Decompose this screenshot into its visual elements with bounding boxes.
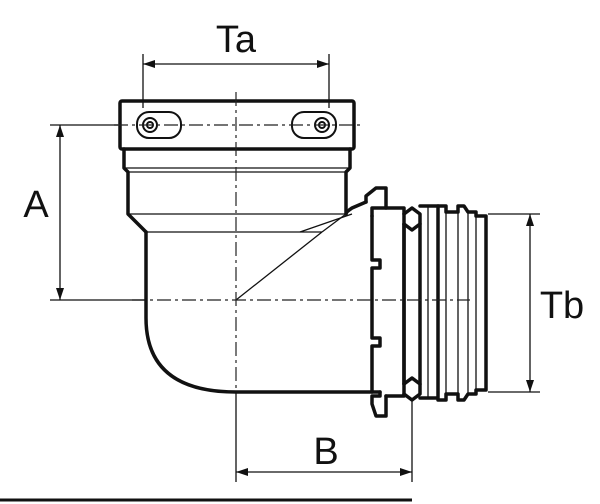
label-ta: Ta — [216, 19, 257, 61]
elbow-body — [144, 200, 382, 394]
horizontal-outlet — [364, 186, 488, 418]
label-b: B — [313, 431, 338, 473]
dimension-tb: Tb — [488, 213, 584, 393]
vertical-socket — [122, 147, 352, 234]
dimension-a: A — [23, 124, 146, 301]
left-bolt-slot — [136, 111, 182, 139]
label-a: A — [23, 184, 49, 226]
label-tb: Tb — [540, 285, 584, 327]
center-lines — [114, 92, 470, 392]
dimension-ta: Ta — [142, 19, 330, 108]
dimension-b: B — [235, 392, 413, 482]
